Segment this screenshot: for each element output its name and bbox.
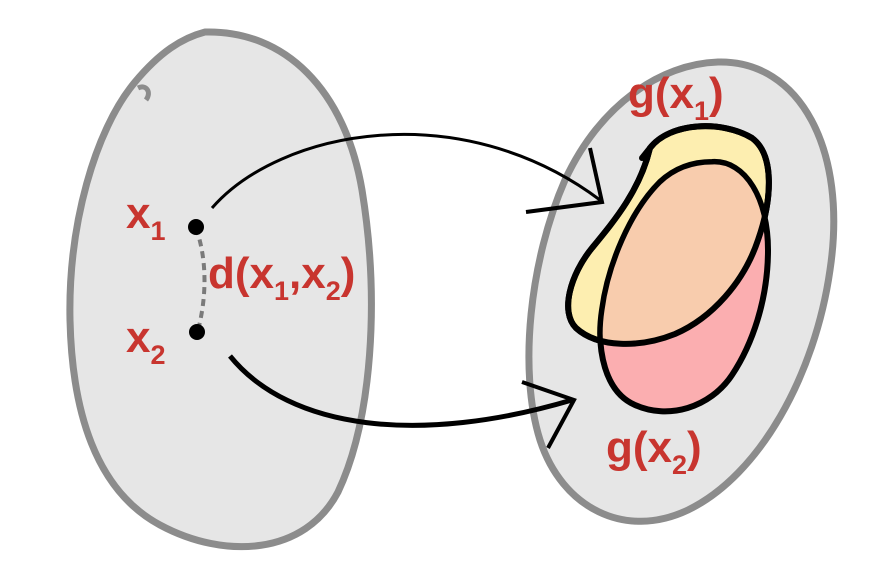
domain-set-notch xyxy=(136,84,151,102)
label-g-x2: g(x2) xyxy=(606,423,702,480)
label-distance: d(x1,x2) xyxy=(208,249,355,306)
overlap-region xyxy=(600,161,768,344)
point-x1-dot xyxy=(188,219,204,235)
label-x1: x1 xyxy=(126,189,166,246)
arrow-top-curve xyxy=(210,132,601,209)
image-region-1-outline xyxy=(565,123,772,347)
point-x2-dot xyxy=(189,324,205,340)
distance-line xyxy=(194,227,207,331)
curved-arrow-icon xyxy=(228,354,577,449)
arrow-bottom-curve xyxy=(228,354,573,428)
curved-arrow-icon xyxy=(210,132,605,214)
domain-set-shape xyxy=(66,28,375,551)
arrow-top-head xyxy=(525,147,605,214)
domain-set xyxy=(66,28,375,551)
image-region-2-outline xyxy=(597,159,771,414)
label-x2: x2 xyxy=(126,313,166,370)
label-g-x1: g(x1) xyxy=(628,69,724,126)
arrow-bottom-head xyxy=(521,380,577,449)
